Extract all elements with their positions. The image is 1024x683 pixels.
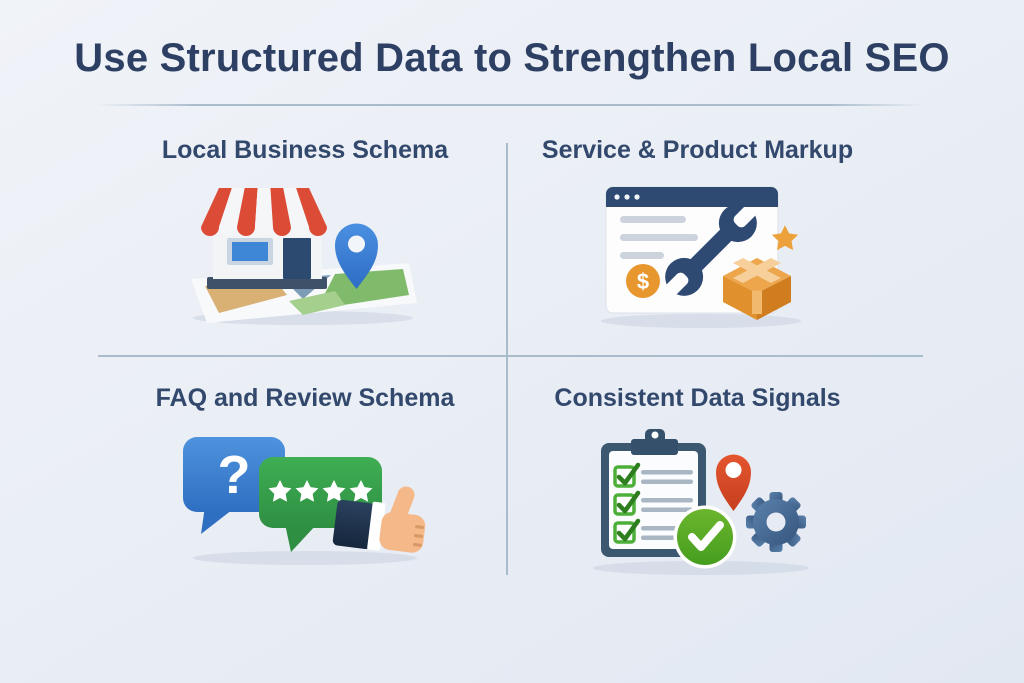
text-line bbox=[619, 252, 664, 259]
quadrant-service-product-markup: Service & Product Markup bbox=[500, 136, 895, 330]
storefront bbox=[201, 188, 327, 289]
checklist-row bbox=[612, 490, 693, 516]
text-line bbox=[619, 234, 698, 241]
quadrant-local-business-schema: Local Business Schema bbox=[95, 136, 515, 328]
quadrant-title: Service & Product Markup bbox=[541, 136, 854, 164]
svg-text:$: $ bbox=[636, 269, 648, 294]
svg-text:?: ? bbox=[218, 445, 251, 505]
text-line bbox=[619, 216, 686, 223]
quadrant-title: Consistent Data Signals bbox=[554, 384, 841, 412]
window-dot-icon bbox=[633, 194, 640, 200]
quadrant-title: FAQ and Review Schema bbox=[155, 384, 455, 412]
wrench-icon bbox=[664, 204, 757, 296]
quadrant-title: Local Business Schema bbox=[161, 136, 449, 164]
window-dot-icon bbox=[613, 194, 620, 200]
title-divider bbox=[97, 104, 925, 106]
quadrant-consistent-data-signals: Consistent Data Signals bbox=[500, 384, 895, 580]
thumbs-up-icon bbox=[332, 486, 426, 553]
storefront-on-map-with-pin-icon bbox=[191, 188, 417, 325]
question-bubble-star-rating-thumbs-up-icon: ? bbox=[183, 437, 426, 565]
dollar-coin-icon: $ bbox=[625, 264, 660, 298]
gear-icon bbox=[745, 492, 806, 552]
checklist-location-gear-checkmark-icon bbox=[592, 429, 809, 575]
package-box-icon bbox=[722, 258, 791, 320]
vertical-quadrant-divider bbox=[506, 143, 508, 575]
window-dot-icon bbox=[623, 194, 630, 200]
checklist-row bbox=[612, 518, 685, 544]
location-pin-icon bbox=[715, 454, 751, 511]
checklist-row bbox=[612, 462, 693, 488]
success-checkmark-icon bbox=[673, 505, 736, 569]
map-pin-icon bbox=[335, 223, 378, 289]
page-title: Use Structured Data to Strengthen Local … bbox=[74, 36, 950, 80]
horizontal-quadrant-divider bbox=[98, 355, 923, 357]
quadrant-faq-review-schema: FAQ and Review Schema bbox=[95, 384, 515, 570]
star-icon bbox=[771, 225, 798, 251]
awning bbox=[201, 188, 327, 236]
browser-wrench-package-star-icon: $ bbox=[600, 186, 801, 328]
